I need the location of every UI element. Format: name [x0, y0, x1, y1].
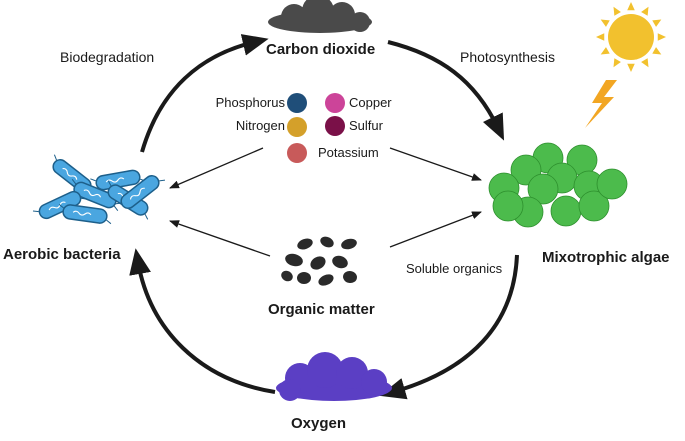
phosphorus-dot-icon: [287, 93, 307, 113]
sun-ray-icon: [600, 19, 610, 27]
sun-ray-icon: [652, 47, 662, 55]
arc-co2-to-algae: [387, 40, 505, 141]
sulfur-label: Sulfur: [349, 118, 383, 133]
arc-bacteria-to-co2: [140, 34, 269, 153]
organic-particle-icon: [281, 270, 293, 282]
bacterium-icon: [114, 175, 166, 209]
bacterium-icon: [71, 179, 119, 211]
sun-ray-icon: [641, 6, 649, 16]
sun-ray-icon: [596, 33, 605, 41]
mixotrophic-algae-icon: [488, 142, 628, 228]
algae-cell-icon: [527, 173, 559, 205]
bacterium-icon: [90, 169, 146, 191]
arrow-organics-to-bacteria: [169, 220, 271, 257]
oxygen-cloud-icon: [276, 352, 392, 401]
algae-cell-icon: [550, 195, 582, 227]
organic-particle-icon: [310, 256, 326, 270]
sulfur-dot-icon: [325, 116, 345, 136]
algae-cell-icon: [492, 190, 524, 222]
organic-particle-icon: [297, 272, 311, 284]
sun-ray-icon: [613, 58, 621, 68]
mixotrophic-algae-label: Mixotrophic algae: [542, 249, 670, 266]
arrow-organics-to-algae: [389, 211, 482, 248]
organic-particle-icon: [320, 236, 334, 248]
organic-particle-icon: [318, 274, 334, 286]
biodegradation-label: Biodegradation: [60, 49, 155, 65]
oxygen-label: Oxygen: [291, 415, 347, 432]
organic-particle-icon: [341, 238, 357, 250]
organic-particle-icon: [285, 253, 303, 267]
nitrogen-dot-icon: [287, 117, 307, 137]
carbon-dioxide-cloud-icon: [268, 0, 372, 33]
arrow-nutrients-to-bacteria: [169, 147, 264, 189]
lightning-icon: [585, 80, 617, 128]
sun-ray-icon: [657, 33, 666, 41]
carbon-dioxide-label: Carbon dioxide: [266, 41, 376, 58]
sun-ray-icon: [652, 19, 662, 27]
arc-algae-to-oxygen: [379, 254, 519, 400]
sun-ray-icon: [613, 6, 621, 16]
aerobic-bacteria-icon: [32, 154, 166, 225]
organic-matter-icon: [281, 236, 357, 286]
algae-cell-icon: [596, 168, 628, 200]
arc-oxygen-to-bacteria: [129, 248, 276, 394]
organic-matter-label: Organic matter: [268, 301, 375, 318]
sun-ray-icon: [627, 2, 635, 11]
phosphorus-label: Phosphorus: [215, 95, 285, 110]
copper-dot-icon: [325, 93, 345, 113]
organic-particle-icon: [297, 238, 313, 250]
potassium-label: Potassium: [318, 145, 379, 160]
nitrogen-label: Nitrogen: [235, 118, 285, 133]
aerobic-bacteria-label: Aerobic bacteria: [3, 246, 121, 263]
arrow-nutrients-to-algae: [389, 147, 482, 181]
organic-particle-icon: [332, 255, 348, 269]
potassium-dot-icon: [287, 143, 307, 163]
sun-ray-icon: [627, 63, 635, 72]
copper-label: Copper: [349, 95, 392, 110]
bacterium-icon: [58, 203, 112, 225]
sun-ray-icon: [600, 47, 610, 55]
algae-cell-icon: [578, 190, 610, 222]
sun-ray-icon: [641, 58, 649, 68]
photosynthesis-label: Photosynthesis: [460, 49, 555, 65]
organic-particle-icon: [343, 270, 357, 284]
sun-icon: [596, 2, 666, 72]
soluble-organics-label: Soluble organics: [406, 261, 503, 276]
